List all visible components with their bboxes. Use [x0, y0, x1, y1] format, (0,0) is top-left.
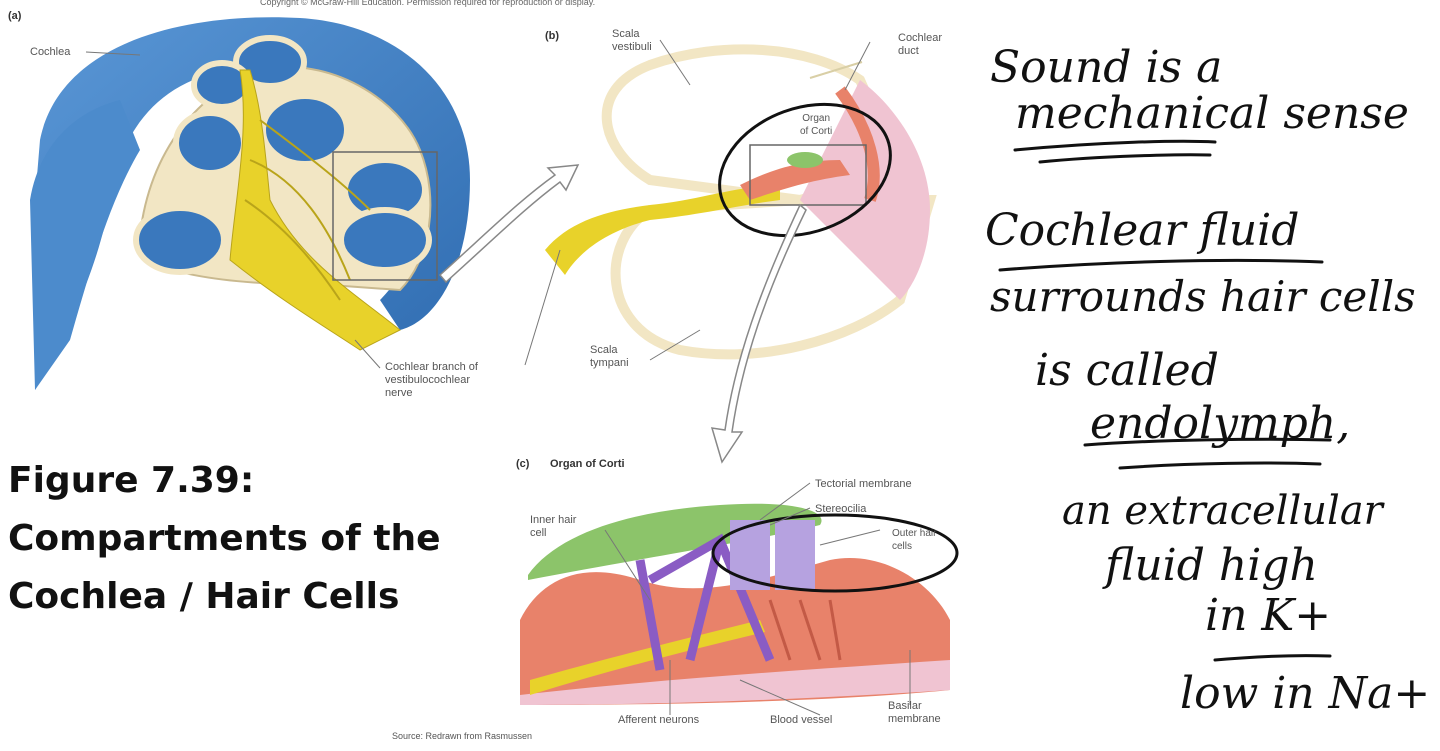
- label-organ-of-corti: Organ of Corti: [800, 113, 833, 137]
- note-line-7: an extracellular: [1062, 488, 1383, 534]
- note-line-6: endolymph,: [1090, 398, 1351, 449]
- label-scala-vestibuli: Scala vestibuli: [612, 28, 652, 53]
- copyright-notice: Copyright © McGraw-Hill Education. Permi…: [260, 0, 596, 7]
- panel-b-letter: (b): [545, 30, 560, 42]
- note-line-2: mechanical sense: [1015, 88, 1409, 139]
- label-afferent-neurons: Afferent neurons: [618, 714, 700, 726]
- note-line-5: is called: [1035, 345, 1219, 396]
- label-cochlea: Cochlea: [30, 46, 71, 58]
- note-line-3: Cochlear fluid: [985, 205, 1300, 256]
- caption-line-3: Cochlea / Hair Cells: [8, 576, 400, 617]
- note-line-9: in K+: [1205, 590, 1332, 641]
- leader-lines: [85, 39, 911, 716]
- note-line-1: Sound is a: [990, 42, 1223, 93]
- organ-of-corti-drawing: [520, 503, 959, 705]
- cochlea-drawing: [30, 17, 470, 390]
- label-scala-tympani: Scala tympani: [590, 344, 629, 369]
- panel-c-title: Organ of Corti: [550, 458, 625, 470]
- label-inner-hair-cell: Inner hair cell: [530, 514, 577, 539]
- note-line-4: surrounds hair cells: [990, 272, 1416, 321]
- panel-c-letter: (c): [516, 458, 530, 470]
- figure-caption: Figure 7.39: Compartments of the Cochlea…: [8, 452, 441, 626]
- label-blood-vessel: Blood vessel: [770, 714, 833, 726]
- label-stereocilia: Stereocilia: [815, 503, 867, 515]
- label-tectorial-membrane: Tectorial membrane: [815, 478, 912, 490]
- caption-line-2: Compartments of the: [8, 518, 441, 559]
- cross-section-drawing: [545, 44, 937, 360]
- label-basilar-membrane: Basilar membrane: [888, 700, 941, 725]
- handwritten-underlines: [998, 139, 1332, 662]
- caption-line-1: Figure 7.39:: [8, 460, 255, 501]
- panel-a-letter: (a): [8, 10, 22, 22]
- arrow-a-to-b: [438, 164, 580, 284]
- label-cochlear-duct: Cochlear duct: [898, 32, 943, 57]
- arrow-b-to-c: [710, 203, 807, 464]
- label-outer-hair-cells: Outer hair cells: [892, 528, 937, 552]
- label-cochlear-branch: Cochlear branch of vestibulocochlear ner…: [385, 361, 478, 399]
- note-line-10: low in Na+: [1180, 668, 1431, 719]
- source-credit: Source: Redrawn from Rasmussen: [392, 731, 533, 741]
- note-line-8: fluid high: [1105, 540, 1318, 591]
